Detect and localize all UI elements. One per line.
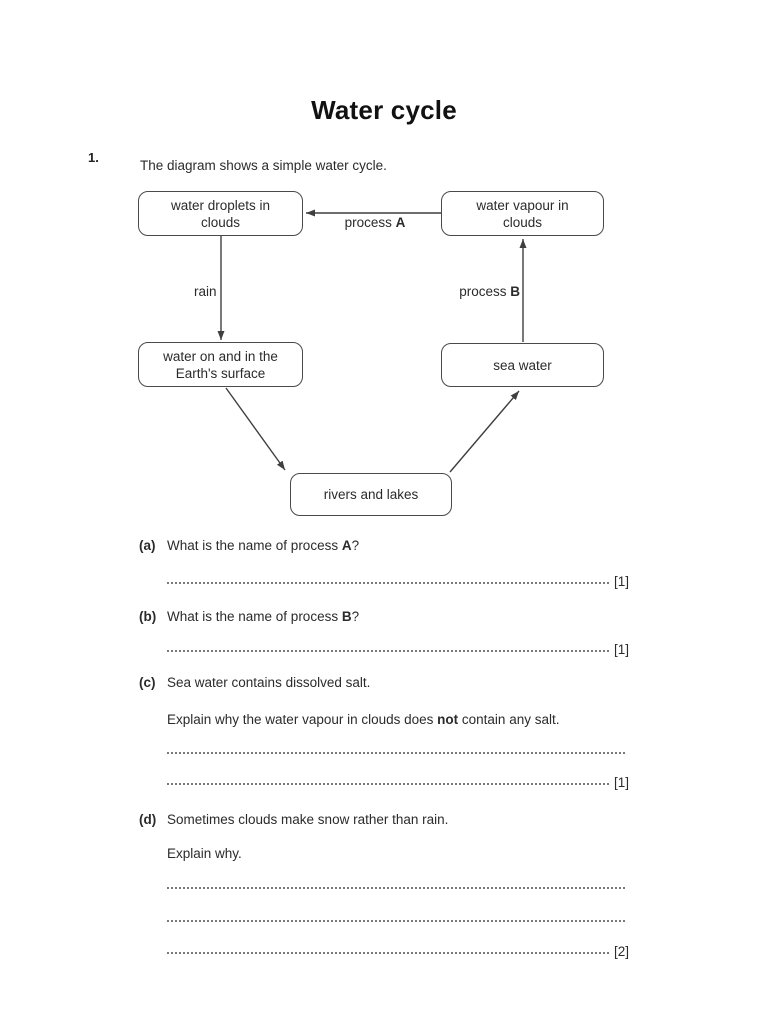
mark-b: [1] xyxy=(613,642,629,657)
label-process-b-letter: B xyxy=(510,284,520,299)
question-d: (d) Sometimes clouds make snow rather th… xyxy=(139,811,448,829)
dotted-line xyxy=(167,872,625,889)
mark-c: [1] xyxy=(613,775,629,790)
arrow-surface-to-rivers xyxy=(225,387,286,471)
answer-line-d2 xyxy=(167,907,625,922)
question-d-line2-text: Explain why. xyxy=(167,846,242,861)
box-water-droplets-in-clouds: water droplets in clouds xyxy=(138,191,303,236)
question-a: (a) What is the name of process A? xyxy=(139,537,359,555)
label-process-b-prefix: process xyxy=(459,284,511,299)
dotted-line xyxy=(167,768,609,785)
dotted-line xyxy=(167,937,609,954)
mark-a: [1] xyxy=(613,574,629,589)
question-a-label: (a) xyxy=(139,538,156,553)
question-c-line2-before: Explain why the water vapour in clouds d… xyxy=(167,712,438,727)
label-process-a-letter: A xyxy=(395,215,406,230)
question-a-text-bold: A xyxy=(341,538,352,553)
question-b-text-bold: B xyxy=(341,609,352,624)
question-c-line2-bold: not xyxy=(437,712,459,727)
question-d-line1: Sometimes clouds make snow rather than r… xyxy=(167,812,449,827)
question-d-line2: Explain why. xyxy=(167,845,242,863)
question-b-text: What is the name of process B? xyxy=(167,608,359,626)
label-rain: rain xyxy=(194,284,217,299)
question-c-line2-text: Explain why the water vapour in clouds d… xyxy=(167,711,559,729)
question-c-line1: Sea water contains dissolved salt. xyxy=(167,675,371,690)
answer-line-a: [1] xyxy=(167,567,629,589)
dotted-line xyxy=(167,567,609,584)
question-c: (c) Sea water contains dissolved salt. xyxy=(139,674,370,692)
label-process-a-prefix: process xyxy=(344,215,396,230)
mark-d: [2] xyxy=(613,944,629,959)
question-a-text-before: What is the name of process xyxy=(167,538,342,553)
question-b-text-after: ? xyxy=(351,609,360,624)
dotted-line xyxy=(167,905,625,922)
label-process-a: process A xyxy=(338,215,412,230)
answer-line-b: [1] xyxy=(167,635,629,657)
dotted-line xyxy=(167,737,625,754)
question-c-line2: Explain why the water vapour in clouds d… xyxy=(167,711,559,729)
answer-line-c2: [1] xyxy=(167,768,629,790)
box-sea-water: sea water xyxy=(441,343,604,387)
question-c-line2-after: contain any salt. xyxy=(458,712,560,727)
question-a-text: What is the name of process A? xyxy=(167,537,359,555)
box-water-on-earth-surface: water on and in the Earth's surface xyxy=(138,342,303,387)
arrow-rivers-to-sea xyxy=(449,390,520,473)
question-b-label: (b) xyxy=(139,609,157,624)
box-water-vapour-in-clouds: water vapour in clouds xyxy=(441,191,604,236)
question-b: (b) What is the name of process B? xyxy=(139,608,359,626)
dotted-line xyxy=(167,635,609,652)
page-title: Water cycle xyxy=(311,95,457,125)
question-d-label: (d) xyxy=(139,812,157,827)
question-b-text-before: What is the name of process xyxy=(167,609,342,624)
question-a-text-after: ? xyxy=(351,538,360,553)
intro-text: The diagram shows a simple water cycle. xyxy=(140,158,387,173)
box-rivers-and-lakes: rivers and lakes xyxy=(290,473,452,516)
question-number: 1. xyxy=(88,150,99,165)
answer-line-c1 xyxy=(167,739,625,754)
answer-line-d1 xyxy=(167,874,625,889)
label-process-b: process B xyxy=(454,284,520,299)
question-c-label: (c) xyxy=(139,675,156,690)
answer-line-d3: [2] xyxy=(167,937,629,959)
